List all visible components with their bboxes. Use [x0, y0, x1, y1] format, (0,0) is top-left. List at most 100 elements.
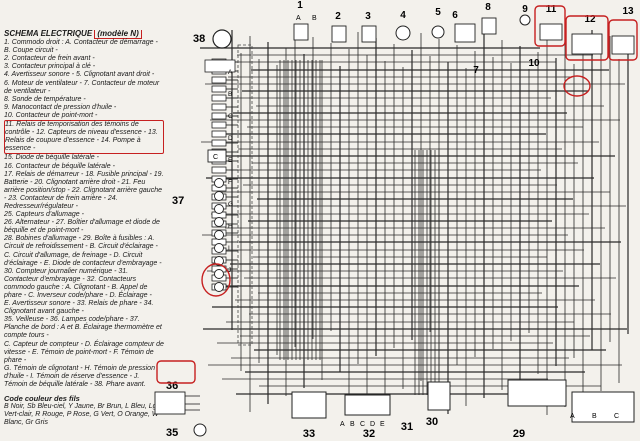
red-annotations	[156, 5, 638, 384]
lamp-symbol	[214, 282, 224, 292]
dash-letter: I	[228, 245, 230, 252]
legend-item: 15. Diode de béquille latérale -	[4, 154, 99, 162]
legend-item: C. Capteur de compteur - D. Éclairage co…	[4, 340, 164, 364]
top-switch	[331, 25, 347, 43]
legend-item: 8. Sonde de température -	[4, 95, 86, 103]
dash-letter: G	[228, 201, 233, 208]
side-label: 36	[166, 380, 178, 392]
legend-item: 28. Bobines d'allumage - 29. Boîte à fus…	[4, 235, 162, 283]
top-label: 4	[400, 10, 406, 21]
highlight-12	[565, 15, 609, 61]
legend-panel: SCHÉMA ÉLECTRIQUE (modèle N) 1. Commodo …	[4, 30, 164, 438]
switch-letter: C	[360, 421, 365, 428]
top-label: 8	[485, 2, 491, 13]
top-label: 13	[622, 6, 634, 17]
top-label: 11	[546, 4, 557, 15]
legend-item: 26. Alternateur - 27. Boîtier d'allumage…	[4, 219, 160, 235]
legend-item: 16. Contacteur de béquille latérale -	[4, 162, 115, 170]
side-label: 38	[193, 33, 205, 45]
lamp-symbol	[214, 256, 224, 266]
legend-item: 4. Avertisseur sonore - 5. Clignotant av…	[4, 71, 155, 79]
dashboard-outline	[237, 44, 253, 346]
connector-pin	[211, 166, 227, 174]
switch-letter: B	[312, 15, 317, 22]
top-label: 7	[473, 65, 479, 76]
switch-letter: E	[380, 421, 385, 428]
components: C	[154, 14, 635, 437]
bottom-label: 31	[401, 421, 413, 433]
connector-pin	[211, 85, 227, 93]
top-label: 12	[584, 14, 596, 25]
relay-33	[291, 391, 327, 419]
ignition-box	[571, 391, 635, 423]
dash-letter: D	[228, 135, 233, 142]
legend-item: commodo gauche : A. Clignotant - B. Appe…	[4, 283, 152, 299]
highlight-indicator	[156, 360, 196, 384]
switch-letter: D	[370, 421, 375, 428]
lamp-symbol	[214, 230, 224, 240]
highlight-11	[534, 5, 566, 47]
switch-letter: A	[296, 15, 301, 22]
switch-32	[344, 394, 391, 416]
fan-motor	[454, 23, 476, 43]
top-label: 3	[365, 11, 371, 22]
legend-item: 1. Commodo droit : A. Contacteur de déma…	[4, 39, 158, 55]
dash-letter: F	[228, 179, 232, 186]
legend-item: 25. Capteurs d'allumage -	[4, 211, 84, 219]
lamp-unit	[154, 391, 186, 415]
dash-letter: H	[228, 223, 233, 230]
legend-item: G. Témoin de clignotant - H. Témoin de p…	[4, 364, 155, 389]
fuse-letter: C	[614, 413, 619, 420]
top-label: 9	[522, 4, 528, 15]
legend-item: 3. Contacteur principal à clé -	[4, 63, 96, 71]
connector-pin	[211, 139, 227, 147]
parking-lamp	[193, 423, 207, 437]
switch-letter: A	[340, 421, 345, 428]
connector-pin	[211, 121, 227, 129]
temp-sensor	[519, 14, 531, 26]
connector-pin	[211, 76, 227, 84]
color-codes-title: Code couleur des fils	[4, 394, 80, 404]
relay-11	[539, 23, 563, 41]
top-switch	[481, 17, 497, 35]
lamp-symbol	[214, 178, 224, 188]
legend-item: 9. Manocontact de pression d'huile -	[4, 103, 117, 111]
dash-letter: J	[228, 267, 231, 274]
legend-model-box: (modèle N)	[94, 30, 142, 39]
dash-letter: C	[228, 113, 233, 120]
top-label: 6	[452, 10, 458, 21]
legend-item: 6. Moteur de ventilateur - 7. Contacteur…	[4, 79, 160, 95]
bottom-label: 30	[426, 416, 438, 428]
lamp-symbol	[214, 269, 224, 279]
highlight-13	[608, 19, 638, 61]
sensor-letter: C	[213, 154, 218, 161]
lamp-symbol	[214, 217, 224, 227]
top-label: 1	[297, 0, 303, 11]
switch-letter: B	[350, 421, 355, 428]
highlight-relay	[563, 75, 591, 97]
legend-item: 17. Relais de démarreur - 18. Fusible pr…	[4, 170, 164, 210]
color-codes: Code couleur des fils B Noir, Sb Bleu-ci…	[4, 395, 164, 427]
connector-pin	[211, 94, 227, 102]
legend-item: 2. Contacteur de frein avant -	[4, 55, 95, 63]
lamp-symbol	[214, 243, 224, 253]
legend-title: SCHÉMA ÉLECTRIQUE (modèle N)	[4, 30, 164, 39]
connector-pin	[211, 103, 227, 111]
connector-pin	[211, 112, 227, 120]
connector-pin	[211, 130, 227, 138]
bottom-label: 33	[303, 428, 315, 440]
color-codes-body: B Noir, Sb Bleu-ciel, Y Jaune, Br Brun, …	[4, 403, 159, 427]
legend-item: 35. Veilleuse - 36. Lampes code/phare - …	[4, 316, 162, 340]
fuel-sensor-12	[571, 33, 603, 55]
sensor-box	[207, 149, 227, 163]
top-label: 5	[435, 7, 441, 18]
top-switch	[293, 23, 309, 41]
fusebox-29	[507, 379, 567, 407]
odometer-30	[427, 381, 451, 411]
legend-item: 10. Contacteur de point-mort -	[4, 111, 98, 119]
bottom-label: 29	[513, 428, 525, 440]
legend-title-text: SCHÉMA ÉLECTRIQUE	[4, 30, 93, 38]
top-switch	[361, 25, 377, 43]
